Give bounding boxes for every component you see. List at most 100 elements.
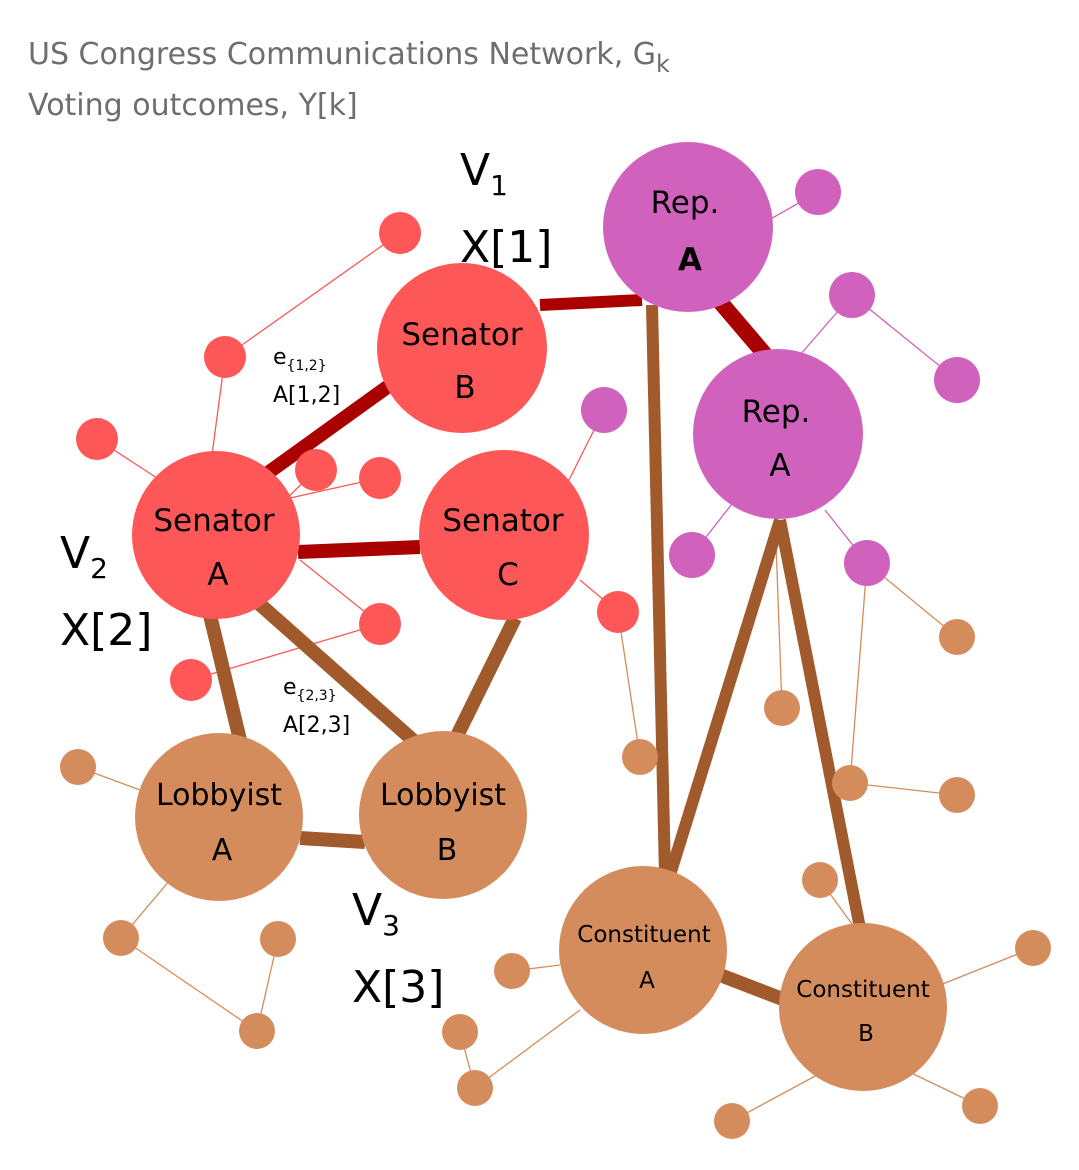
senator-b-label-1: Senator	[401, 317, 523, 353]
e12-label: e{1,2}	[273, 345, 327, 374]
rep-a-circle	[693, 349, 863, 519]
edge-thin	[731, 1067, 831, 1122]
lobbyist-a-label-2: A	[212, 833, 233, 868]
small-node	[939, 619, 975, 655]
small-node	[795, 169, 841, 215]
annotation-v3: V3 X[3]	[352, 885, 444, 1013]
node-constituent-a: Constituent A	[559, 866, 727, 1034]
small-node	[581, 387, 627, 433]
lobbyist-b-label-2: B	[437, 833, 458, 868]
edge-e12	[260, 379, 395, 481]
constituent-a-label-2: A	[639, 968, 655, 994]
edge-senC-lobB	[448, 614, 522, 744]
rep-a-label-1: Rep.	[742, 394, 811, 430]
small-node	[832, 765, 868, 801]
small-node	[295, 449, 337, 491]
small-node	[379, 212, 421, 254]
node-senator-b: Senator B	[377, 263, 547, 433]
small-node	[204, 336, 246, 378]
small-node	[802, 862, 838, 898]
edge-thin	[849, 562, 868, 784]
annotation-e23: e{2,3} A[2,3]	[283, 675, 350, 738]
small-node	[939, 777, 975, 813]
senator-c-circle	[419, 450, 589, 620]
rep-a-top-label-1: Rep.	[651, 185, 720, 221]
senator-c-label-1: Senator	[442, 503, 564, 539]
senator-a-circle	[132, 451, 300, 619]
edge-lobA-lobB	[299, 831, 366, 849]
lobbyist-a-circle	[135, 733, 303, 901]
v3-label: V3	[352, 885, 400, 942]
senator-b-circle	[377, 263, 547, 433]
small-node	[714, 1103, 750, 1139]
v1-label: V1	[460, 145, 508, 202]
small-node	[76, 418, 118, 460]
small-node	[844, 540, 890, 586]
small-node	[359, 457, 401, 499]
edge-senA-senC	[297, 540, 421, 559]
small-node	[597, 591, 639, 633]
edge-thin	[617, 611, 641, 758]
small-node	[60, 749, 96, 785]
small-node	[170, 659, 212, 701]
constituent-b-label-2: B	[858, 1021, 874, 1047]
senator-a-label-1: Senator	[153, 503, 275, 539]
edge-rep-conA	[664, 518, 786, 877]
node-lobbyist-b: Lobbyist B	[359, 731, 527, 899]
small-node	[1015, 930, 1051, 966]
small-node	[764, 690, 800, 726]
small-node	[359, 603, 401, 645]
annotation-v1: V1 X[1]	[460, 145, 552, 273]
senator-c-label-2: C	[497, 557, 519, 593]
title-line-2: Voting outcomes, Y[k]	[28, 88, 358, 123]
lobbyist-a-label-1: Lobbyist	[156, 778, 282, 813]
v3-x-label: X[3]	[352, 962, 444, 1013]
small-node	[442, 1014, 478, 1050]
thick-edges	[203, 284, 866, 1007]
edge-thin	[224, 232, 401, 358]
edge-repA-conA	[646, 304, 671, 876]
title-line-1: US Congress Communications Network, Gk	[28, 37, 670, 78]
constituent-a-label-1: Constituent	[577, 922, 710, 948]
small-node	[962, 1088, 998, 1124]
small-node	[669, 532, 715, 578]
peripheral-nodes	[60, 169, 1051, 1139]
edge-conA-conB	[717, 968, 788, 1007]
rep-a-top-label-2: A	[678, 242, 702, 278]
small-node	[457, 1070, 493, 1106]
constituent-a-circle	[559, 866, 727, 1034]
annotation-e12: e{1,2} A[1,2]	[273, 345, 340, 408]
v2-label: V2	[60, 528, 108, 585]
small-node	[934, 357, 980, 403]
senator-a-label-2: A	[207, 557, 228, 593]
small-node	[103, 920, 139, 956]
edge-rep-conB	[774, 518, 866, 930]
v2-x-label: X[2]	[60, 605, 152, 656]
senator-b-label-2: B	[454, 370, 475, 406]
edge-thin	[474, 1009, 581, 1089]
e23-label: e{2,3}	[283, 675, 337, 704]
e23-a-label: A[2,3]	[283, 713, 350, 738]
rep-a-top-circle	[603, 142, 773, 312]
annotation-v2: V2 X[2]	[60, 528, 152, 656]
v1-x-label: X[1]	[460, 222, 552, 273]
small-node	[239, 1013, 275, 1049]
node-rep-a: Rep. A	[693, 349, 863, 519]
edge-e23	[250, 594, 420, 748]
node-senator-c: Senator C	[419, 450, 589, 620]
lobbyist-b-circle	[359, 731, 527, 899]
edge-senB-repA	[539, 294, 643, 311]
edge-thin	[120, 937, 258, 1032]
small-node	[829, 272, 875, 318]
rep-a-label-2: A	[769, 448, 790, 484]
edge-senA-lobA	[203, 613, 247, 742]
node-constituent-b: Constituent B	[779, 923, 947, 1091]
constituent-b-circle	[779, 923, 947, 1091]
node-senator-a: Senator A	[132, 451, 300, 619]
node-lobbyist-a: Lobbyist A	[135, 733, 303, 901]
lobbyist-b-label-1: Lobbyist	[380, 778, 506, 813]
e12-a-label: A[1,2]	[273, 383, 340, 408]
small-node	[622, 739, 658, 775]
constituent-b-label-1: Constituent	[796, 977, 929, 1003]
